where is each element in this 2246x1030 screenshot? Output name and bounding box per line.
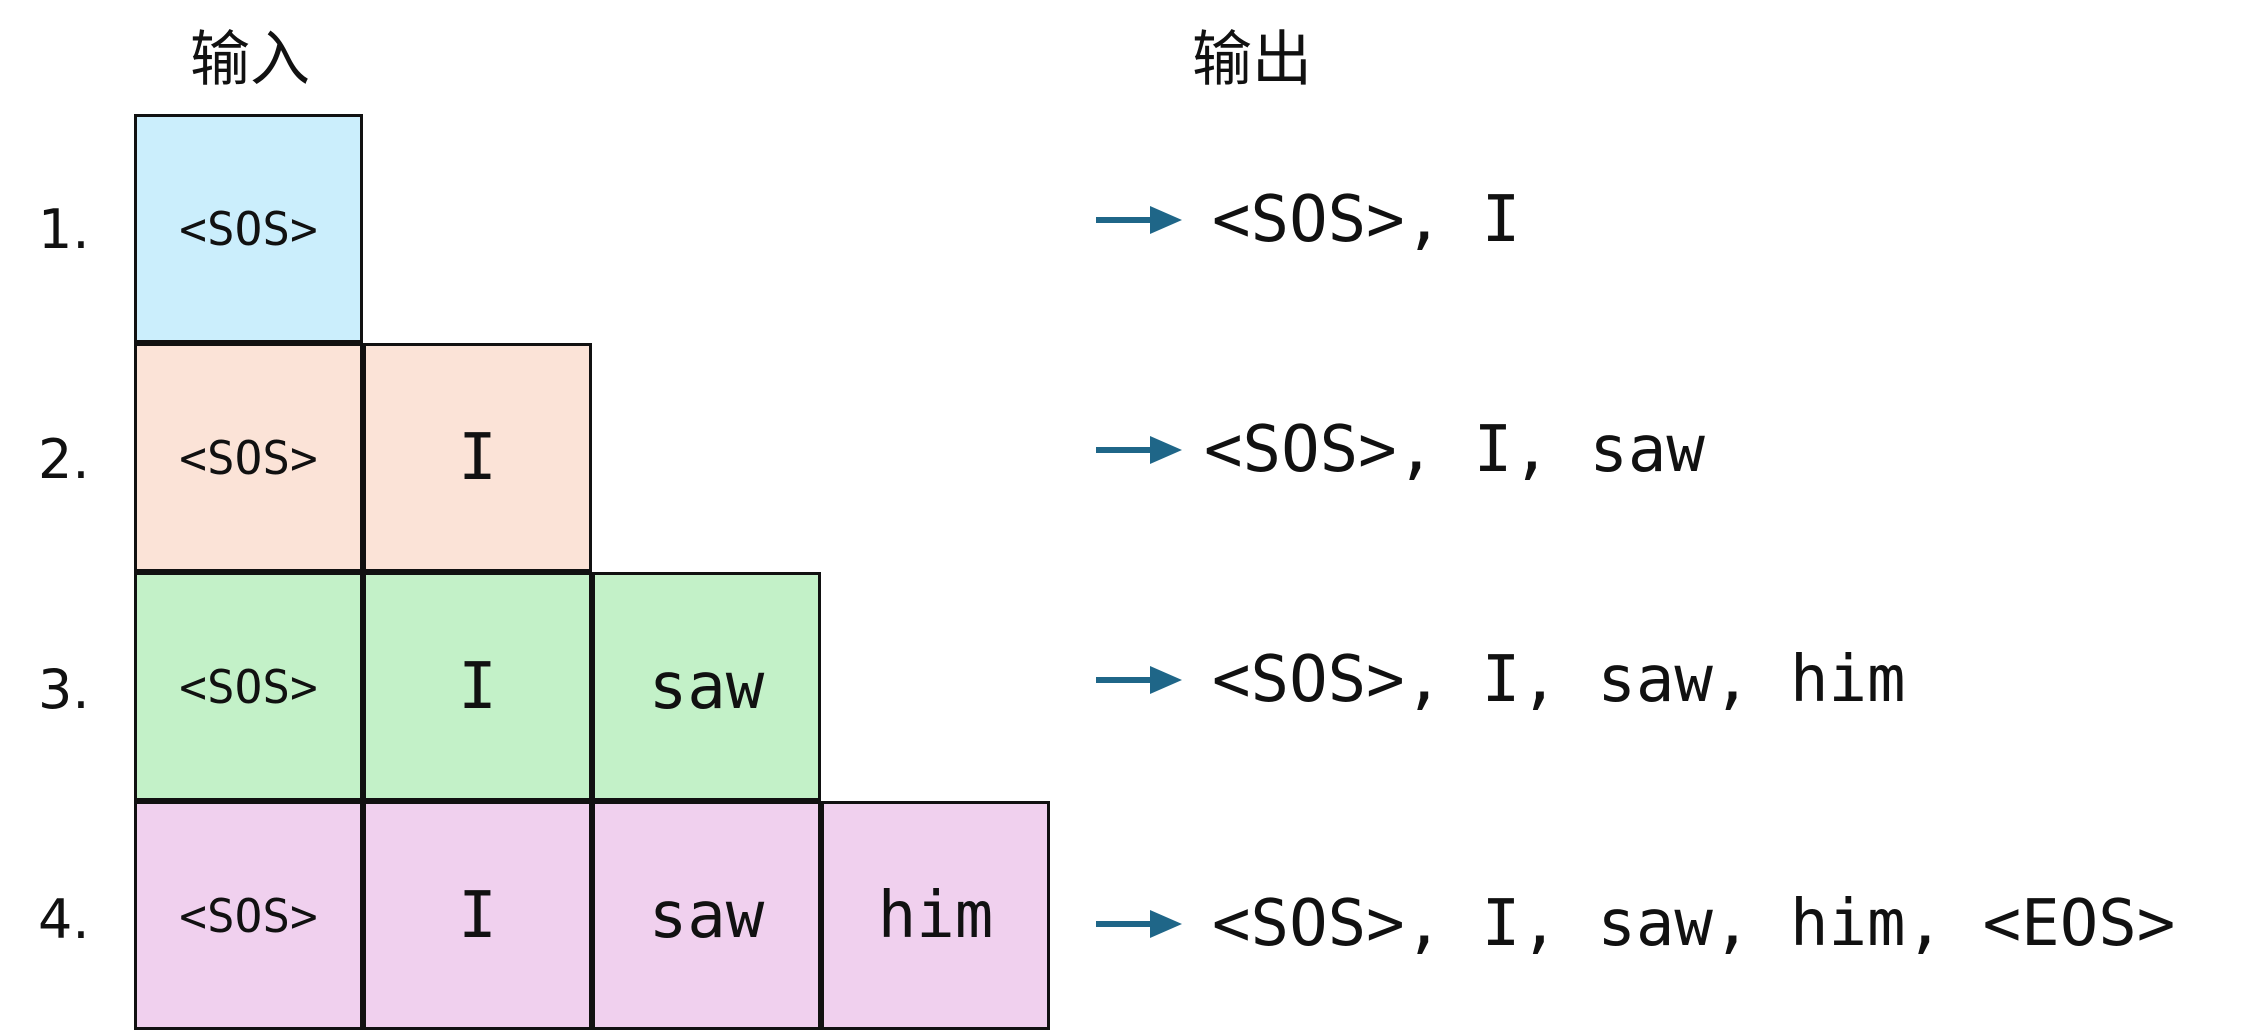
input-header: 输入 [190, 25, 310, 95]
input-cell-r1-c1: <SOS> [134, 114, 363, 343]
row-number-3: 3. [38, 658, 90, 721]
input-cell-r3-c3: saw [592, 572, 821, 801]
arrow-right-icon [1096, 666, 1182, 694]
output-text-4: <SOS>, I, saw, him, <EOS> [1212, 887, 2176, 961]
input-cell-r3-c1: <SOS> [134, 572, 363, 801]
output-text-1: <SOS>, I [1212, 183, 1521, 257]
row-number-2: 2. [38, 428, 90, 491]
row-number-1: 1. [38, 198, 90, 261]
arrow-right-icon [1096, 206, 1182, 234]
output-row-4: <SOS>, I, saw, him, <EOS> [1096, 884, 2175, 964]
output-row-2: <SOS>, I, saw [1096, 410, 1705, 490]
arrow-right-icon [1096, 910, 1182, 938]
input-cell-r4-c1: <SOS> [134, 801, 363, 1030]
output-text-2: <SOS>, I, saw [1204, 413, 1705, 487]
input-cell-r2-c2: I [363, 343, 592, 572]
input-cell-r4-c3: saw [592, 801, 821, 1030]
input-cell-r3-c2: I [363, 572, 592, 801]
output-row-1: <SOS>, I [1096, 180, 1520, 260]
input-cell-r4-c4: him [821, 801, 1050, 1030]
input-cell-r2-c1: <SOS> [134, 343, 363, 572]
row-number-4: 4. [38, 888, 90, 951]
input-token-grid: <SOS> <SOS> I <SOS> I saw <SOS> I saw hi… [134, 114, 1054, 1030]
arrow-right-icon [1096, 436, 1182, 464]
output-header: 输出 [1192, 25, 1312, 95]
input-cell-r4-c2: I [363, 801, 592, 1030]
output-row-3: <SOS>, I, saw, him [1096, 640, 1906, 720]
output-text-3: <SOS>, I, saw, him [1212, 643, 1906, 717]
